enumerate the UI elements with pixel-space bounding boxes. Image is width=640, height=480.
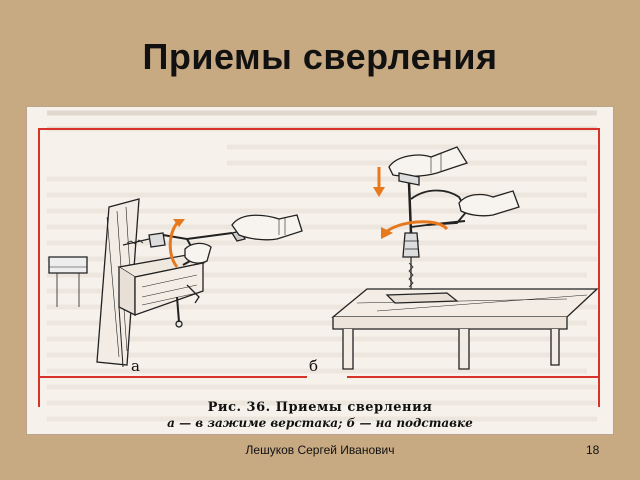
footer-author: Лешуков Сергей Иванович xyxy=(245,443,395,457)
slide-title: Приемы сверления xyxy=(142,36,498,77)
rotation-arrow-left xyxy=(168,222,179,268)
page-number: 18 xyxy=(586,443,600,457)
vise-drilling-scene xyxy=(48,198,303,368)
label-b: б xyxy=(309,357,319,375)
figure-caption-title: Рис. 36. Приемы сверления xyxy=(207,400,433,415)
rotation-arrow-right xyxy=(383,220,449,235)
label-a: а xyxy=(131,357,140,375)
figure-caption-subtitle: а — в зажиме верстака; б — на подставке xyxy=(167,416,473,430)
stand-drilling-scene xyxy=(331,146,599,370)
drilling-drawing xyxy=(38,110,600,429)
drilling-illustration: а б Рис. 36. Приемы сверления а — в зажи… xyxy=(27,107,613,434)
